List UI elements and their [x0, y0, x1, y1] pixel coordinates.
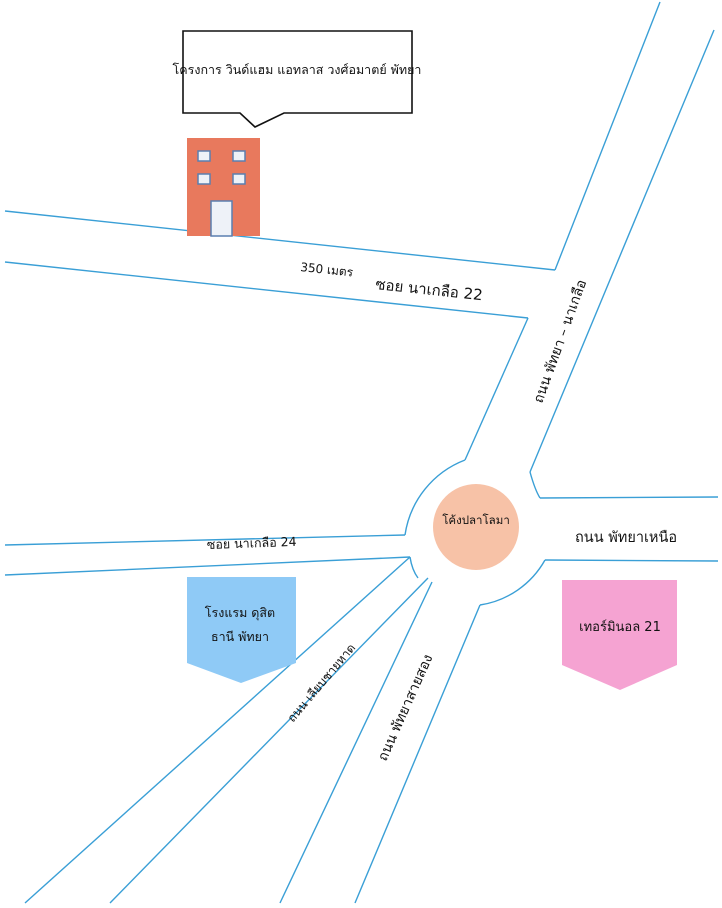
pattaya-naklua-road-edge-right	[529, 29, 715, 473]
hotel-label-line1: โรงแรม ดุสิต	[205, 605, 275, 621]
terminal-21-label: เทอร์มินอล 21	[579, 619, 661, 635]
roundabout-arc-ne	[529, 471, 541, 499]
soi-naklua-22-road-edge-top	[4, 210, 556, 271]
roundabout-circle	[433, 484, 519, 570]
roundabout-arc-se	[479, 559, 546, 606]
second-road-edge-right	[354, 604, 481, 904]
beach-road-edge-left	[24, 556, 411, 904]
road-label-pattaya-nuea: ถนน พัทยาเหนือ	[575, 529, 677, 546]
soi-naklua-22-road-edge-bottom	[4, 261, 529, 319]
roundabout-arc-nw	[404, 459, 466, 536]
soi-naklua-24-road-edge-top	[4, 534, 406, 546]
soi-naklua-24-road-edge-bottom	[4, 556, 411, 576]
beach-road-edge-right	[109, 577, 429, 904]
road-label-pattaya-naklua: ถนน พัทยา – นาเกลือ	[531, 278, 591, 406]
distance-label: 350 เมตร	[300, 260, 355, 280]
road-label-soi-naklua-22: ซอย นาเกลือ 22	[375, 275, 484, 304]
roundabout-arc-sw	[409, 556, 419, 579]
hotel-marker	[187, 577, 296, 683]
pattaya-nuea-road-edge-bottom	[544, 559, 719, 562]
terminal-21-marker	[562, 580, 677, 690]
building-icon	[187, 138, 260, 237]
road-label-soi-naklua-24: ซอย นาเกลือ 24	[207, 534, 297, 552]
project-callout-bubble	[182, 30, 413, 128]
pattaya-nuea-road-edge-top	[539, 496, 719, 499]
pattaya-naklua-road-edge-left-upper	[554, 1, 661, 271]
project-name-label: โครงการ วินด์แฮม แอทลาส วงศ์อมาตย์ พัทยา	[173, 62, 422, 77]
road-label-pattaya-second-road: ถนน พัทยาสายสอง	[375, 652, 436, 764]
roundabout-label: โค้งปลาโลมา	[442, 513, 510, 527]
second-road-edge-left	[279, 581, 433, 904]
pattaya-naklua-road-edge-left-lower	[464, 317, 529, 461]
hotel-label-line2: ธานี พัทยา	[211, 629, 269, 644]
